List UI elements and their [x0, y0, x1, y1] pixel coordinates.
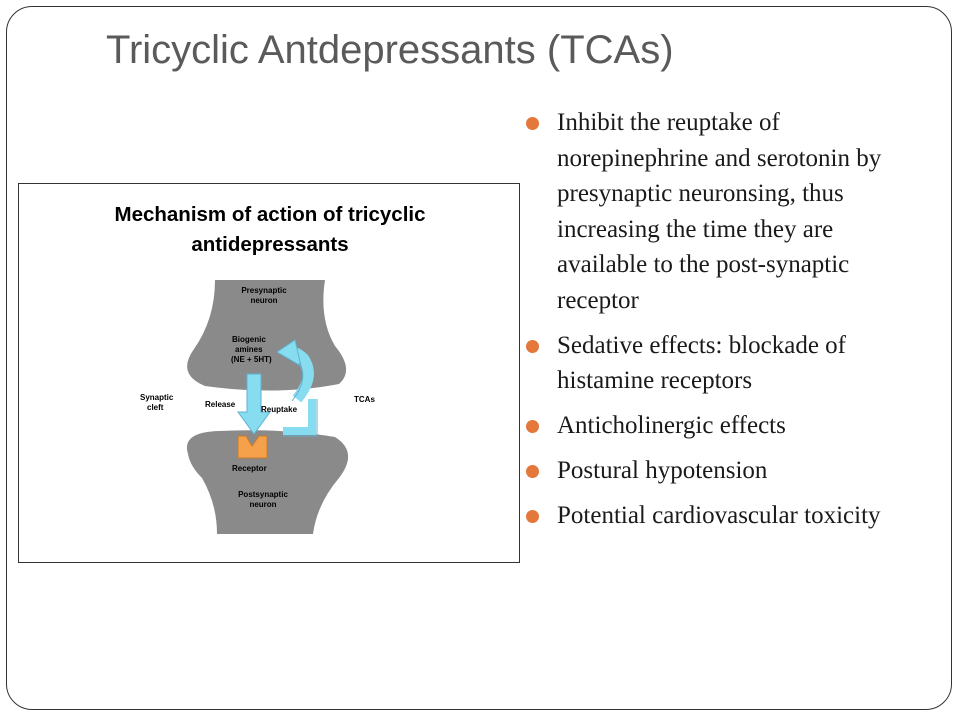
bullet-item: Sedative effects: blockade of histamine … — [526, 328, 926, 399]
diagram-title-line1: Mechanism of action of tricyclic — [115, 203, 426, 226]
presynaptic-label-line2: neuron — [250, 296, 277, 305]
biogenic-label-line1: Biogenic — [232, 335, 266, 344]
bullet-list: Inhibit the reuptake of norepinephrine a… — [526, 105, 926, 543]
tca-block-bracket — [283, 399, 316, 435]
slide-title: Tricyclic Antdepressants (TCAs) — [106, 28, 674, 72]
bullet-dot-icon — [526, 420, 539, 433]
bullet-text: Sedative effects: blockade of histamine … — [557, 331, 847, 395]
reuptake-label: Reuptake — [261, 405, 298, 414]
bullet-item: Anticholinergic effects — [526, 408, 926, 444]
postsynaptic-label-line1: Postsynaptic — [238, 490, 288, 499]
tca-block-bracket-outline — [283, 399, 318, 437]
bullet-text: Anticholinergic effects — [557, 412, 786, 439]
bullet-item: Inhibit the reuptake of norepinephrine a… — [526, 105, 926, 318]
bullet-text: Inhibit the reuptake of norepinephrine a… — [557, 109, 882, 314]
release-arrow — [237, 373, 271, 435]
presynaptic-label-line1: Presynaptic — [241, 286, 287, 295]
postsynaptic-neuron — [186, 430, 349, 534]
bullet-dot-icon — [526, 510, 539, 523]
bullet-text: Potential cardiovascular toxicity — [557, 502, 881, 529]
receptor-label: Receptor — [232, 464, 267, 473]
bullet-dot-icon — [526, 465, 539, 478]
synaptic-cleft-label-line1: Synaptic — [140, 393, 174, 402]
bullet-item: Potential cardiovascular toxicity — [526, 498, 926, 534]
tcas-label: TCAs — [354, 395, 375, 404]
bullet-text: Postural hypotension — [557, 457, 768, 484]
release-label: Release — [205, 400, 236, 409]
mechanism-diagram: Mechanism of action of tricyclic antidep… — [18, 183, 520, 563]
biogenic-label-line2: amines — [235, 345, 263, 354]
reuptake-arrow-outline — [291, 362, 304, 402]
receptor — [237, 435, 268, 459]
synaptic-cleft-label-line2: cleft — [147, 403, 164, 412]
bullet-item: Postural hypotension — [526, 453, 926, 489]
bullet-dot-icon — [526, 339, 539, 353]
diagram-title-line2: antidepressants — [191, 233, 348, 256]
biogenic-label-line3: (NE + 5HT) — [231, 355, 272, 364]
diagram-svg: Mechanism of action of tricyclic antidep… — [115, 203, 426, 534]
bullet-dot-icon — [526, 117, 539, 130]
reuptake-arrowhead — [276, 339, 302, 368]
postsynaptic-label-line2: neuron — [249, 500, 276, 509]
